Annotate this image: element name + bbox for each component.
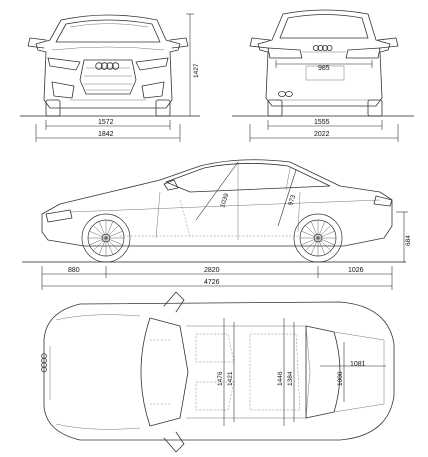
trunk-length-label: 1081 [350, 361, 366, 368]
front-height-label: 1427 [193, 63, 200, 78]
rear-inner-width-label: 985 [318, 65, 330, 72]
front-door-dim-label: 1039 [219, 192, 230, 208]
rear-door-dim-label: 973 [287, 194, 297, 207]
front-track-label: 1572 [98, 119, 114, 126]
top-view: 1476 1421 1446 1384 1081 1000 [41, 291, 395, 453]
side-rear-height-label: 684 [405, 235, 412, 246]
wheelbase-label: 2820 [204, 267, 220, 274]
overall-length-label: 4726 [204, 279, 220, 286]
front-wheel [81, 213, 131, 263]
side-view: 1039 973 684 880 2820 1026 4726 [22, 159, 412, 290]
rear-overhang-label: 1026 [348, 267, 364, 274]
front-width-label: 1842 [98, 131, 114, 138]
top-four-rings-logo [41, 353, 47, 373]
rear-view: 985 1555 2022 [232, 9, 414, 142]
rear-track-label: 1555 [314, 119, 330, 126]
front-overhang-label: 880 [68, 267, 80, 274]
front-four-rings-logo [95, 62, 120, 70]
rear-wheel [293, 213, 343, 263]
rear-width-label: 2022 [314, 131, 330, 138]
rear-four-rings-logo [312, 45, 333, 52]
front-cabin-width-1-label: 1476 [217, 371, 224, 386]
rear-cabin-width-1-label: 1446 [277, 371, 284, 386]
trunk-width-label: 1000 [337, 371, 344, 386]
rear-cabin-width-2-label: 1384 [287, 371, 294, 386]
front-cabin-width-2-label: 1421 [227, 371, 234, 386]
front-view: 1427 1572 1842 [20, 13, 200, 142]
